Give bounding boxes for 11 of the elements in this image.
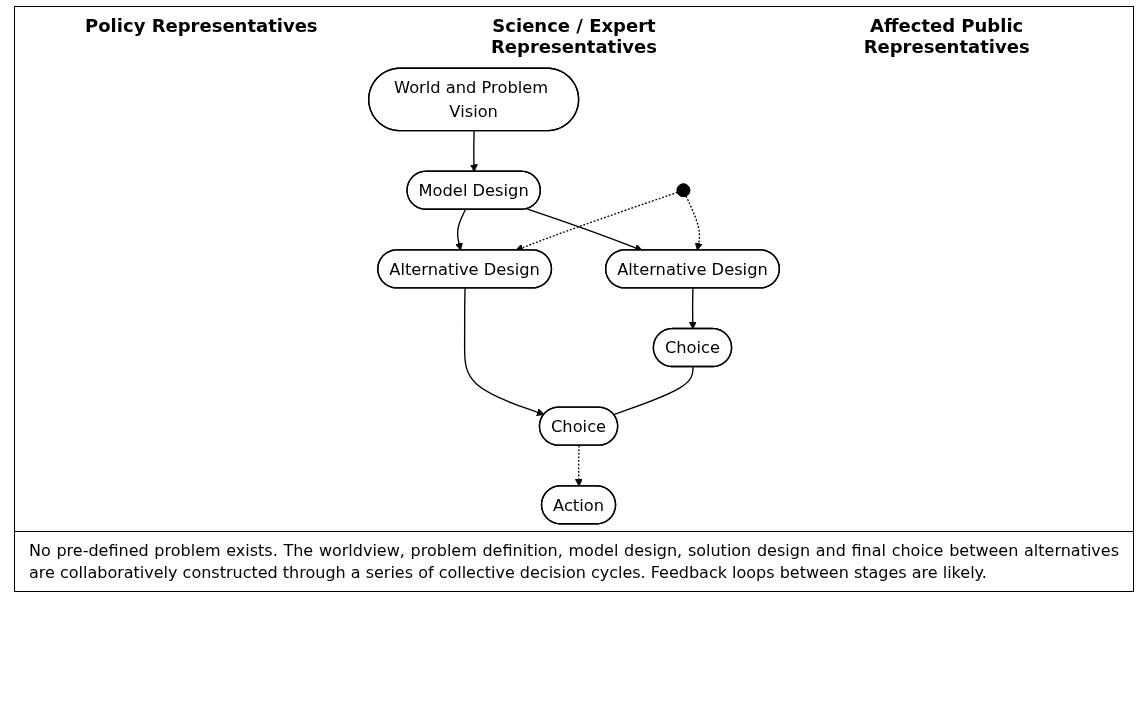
arrow [455, 209, 467, 251]
arrow [688, 287, 697, 330]
arrow [685, 195, 703, 251]
caption: No pre-defined problem exists. The worldview, problem definition, model design, solution design and final choice between alternatives are collaboratively constructed through a series of collective decision cycles. Feedback loops between stages are likely. [15, 531, 1133, 592]
arrow [574, 444, 583, 487]
arrow [469, 130, 478, 173]
column-heading: Policy Representatives [84, 15, 319, 38]
column-heading: Science / Expert Representatives [490, 15, 658, 57]
arrow [463, 287, 545, 416]
column-heading: Affected Public Representatives [862, 15, 1031, 57]
connector [613, 366, 694, 416]
